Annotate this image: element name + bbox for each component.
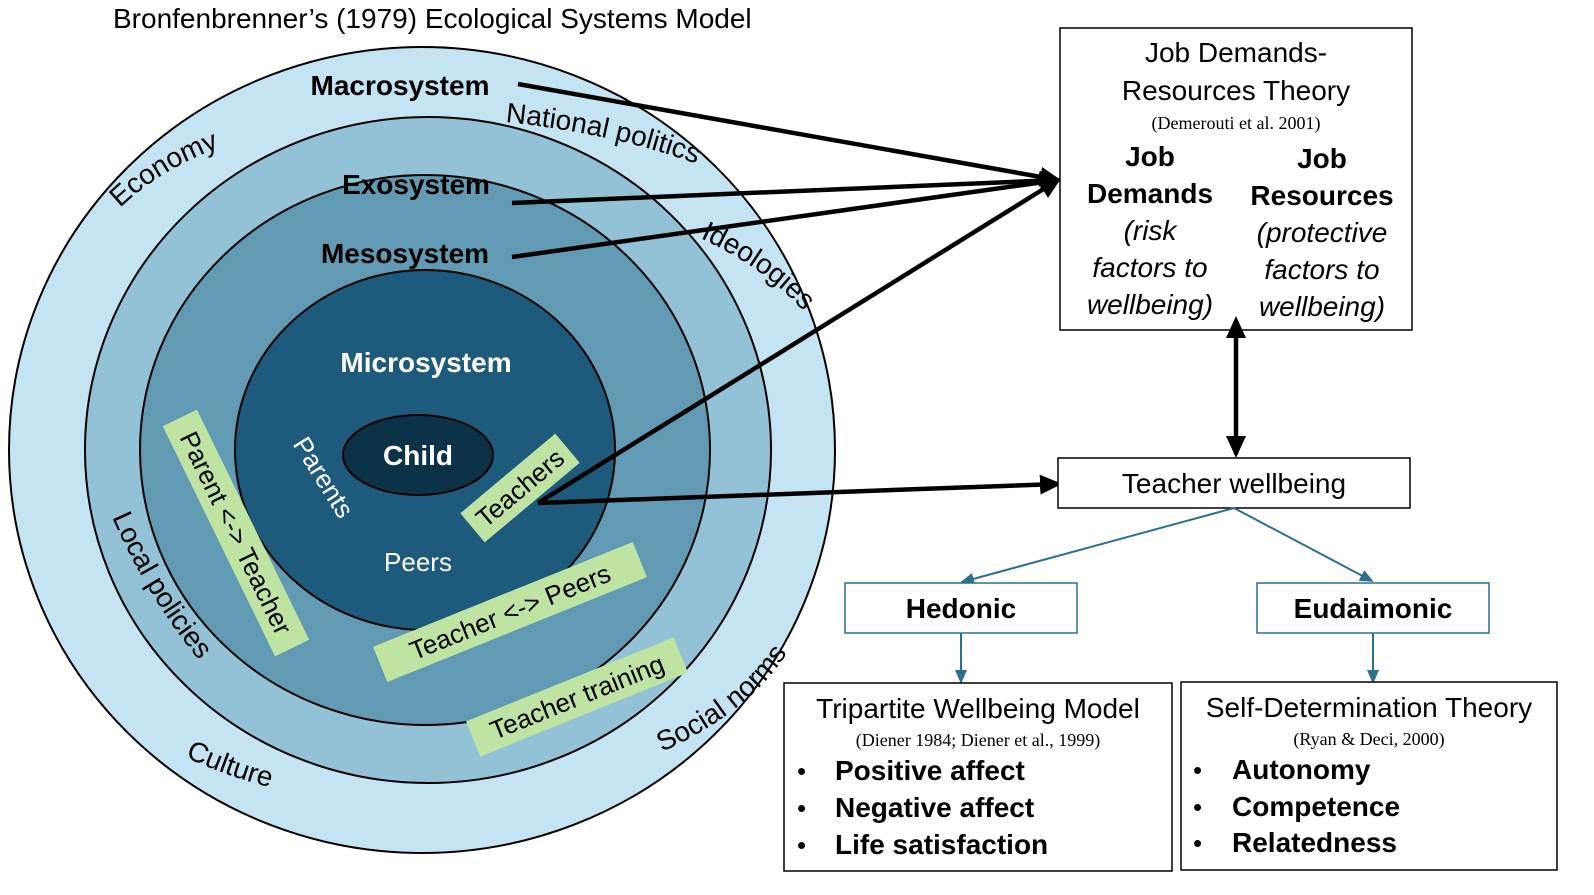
jdr-citation: (Demerouti et al. 2001) bbox=[1152, 113, 1321, 134]
jdr-title-line1: Job Demands- bbox=[1145, 37, 1327, 68]
tripartite-item-1: Positive affect bbox=[835, 755, 1025, 786]
sdt-box bbox=[1180, 681, 1558, 871]
jdr-box bbox=[1059, 27, 1413, 331]
sdt-citation: (Ryan & Deci, 2000) bbox=[1293, 729, 1444, 750]
hedonic-label: Hedonic bbox=[906, 593, 1016, 624]
job-demands-line1: Job bbox=[1125, 141, 1175, 172]
macrosystem-label: Macrosystem bbox=[311, 70, 490, 101]
microsystem-label: Microsystem bbox=[340, 347, 511, 378]
exosystem-label: Exosystem bbox=[342, 169, 490, 200]
mesosystem-label: Mesosystem bbox=[321, 238, 489, 269]
sdt-bullet-2: • bbox=[1193, 792, 1202, 822]
tripartite-citation: (Diener 1984; Diener et al., 1999) bbox=[856, 730, 1100, 751]
job-demands-line3: (risk bbox=[1124, 215, 1179, 246]
job-resources-line5: wellbeing) bbox=[1259, 291, 1385, 322]
job-resources-line3: (protective bbox=[1257, 217, 1388, 248]
diagram-title: Bronfenbrenner’s (1979) Ecological Syste… bbox=[113, 3, 752, 34]
tripartite-bullet-2: • bbox=[797, 793, 806, 823]
sdt-item-3: Relatedness bbox=[1232, 827, 1397, 858]
child-label: Child bbox=[383, 440, 453, 471]
tripartite-title: Tripartite Wellbeing Model bbox=[816, 693, 1140, 724]
arrow-macro-to-jdr bbox=[517, 81, 1062, 187]
job-resources-line1: Job bbox=[1297, 143, 1347, 174]
arrow-teachers-to-jdr bbox=[536, 177, 1062, 505]
sdt-item-1: Autonomy bbox=[1232, 754, 1371, 785]
connector-wellbeing-hedonic bbox=[960, 507, 1235, 585]
arrow-teachers-to-wellbeing bbox=[537, 474, 1062, 506]
arrow-exo-to-jdr bbox=[511, 170, 1062, 206]
teacher-wellbeing-label: Teacher wellbeing bbox=[1122, 468, 1346, 499]
eudaimonic-label: Eudaimonic bbox=[1294, 593, 1453, 624]
tripartite-item-2: Negative affect bbox=[835, 792, 1034, 823]
tripartite-item-3: Life satisfaction bbox=[835, 829, 1048, 860]
tripartite-bullet-1: • bbox=[797, 756, 806, 786]
peers-label: Peers bbox=[384, 547, 452, 577]
job-demands-line4: factors to bbox=[1092, 252, 1207, 283]
connector-wellbeing-eudaimonic bbox=[1233, 507, 1374, 582]
sdt-bullet-3: • bbox=[1193, 828, 1202, 858]
eudaimonic-box bbox=[1256, 582, 1490, 634]
sdt-title: Self-Determination Theory bbox=[1206, 692, 1532, 723]
arrow-meso-to-jdr bbox=[511, 172, 1062, 260]
job-resources-line4: factors to bbox=[1264, 254, 1379, 285]
teacher-wellbeing-box bbox=[1057, 457, 1411, 509]
sdt-bullet-1: • bbox=[1193, 755, 1202, 785]
job-demands-line5: wellbeing) bbox=[1087, 289, 1213, 320]
job-demands-line2: Demands bbox=[1087, 178, 1213, 209]
child-core bbox=[342, 414, 494, 496]
tripartite-box bbox=[783, 682, 1173, 872]
tripartite-bullet-3: • bbox=[797, 830, 806, 860]
sdt-item-2: Competence bbox=[1232, 791, 1400, 822]
hedonic-box bbox=[844, 582, 1078, 634]
job-resources-line2: Resources bbox=[1250, 180, 1393, 211]
jdr-title-line2: Resources Theory bbox=[1122, 75, 1350, 106]
